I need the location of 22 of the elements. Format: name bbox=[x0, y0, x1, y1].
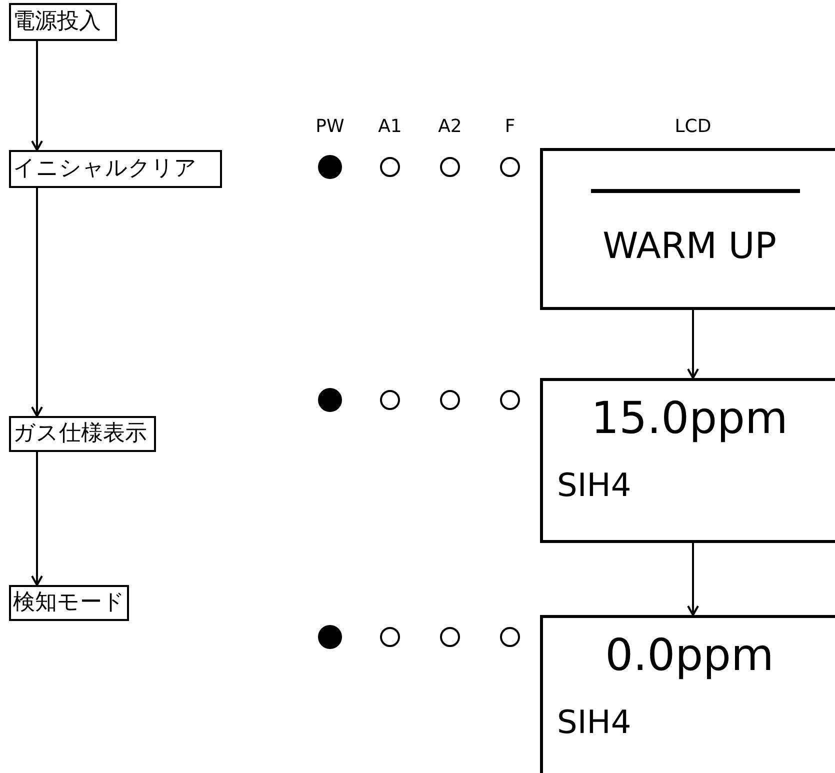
lcd-gas-name: SIH4 bbox=[557, 706, 632, 738]
step-box: 検知モード bbox=[9, 585, 129, 621]
lcd-screen bbox=[540, 378, 835, 543]
lcd-reading: 15.0ppm bbox=[591, 397, 788, 441]
step-box: イニシャルクリア bbox=[9, 150, 222, 188]
arrow bbox=[31, 41, 43, 151]
arrow bbox=[687, 543, 699, 616]
lcd-gas-name: SIH4 bbox=[557, 469, 632, 501]
step-box: ガス仕様表示 bbox=[9, 416, 156, 452]
arrow bbox=[687, 310, 699, 379]
indicator-label: A2 bbox=[438, 118, 462, 136]
indicator-label: A1 bbox=[378, 118, 402, 136]
step-box: 電源投入 bbox=[9, 3, 117, 41]
lcd-text: WARM UP bbox=[602, 229, 776, 265]
indicator-label: PW bbox=[316, 118, 344, 136]
lcd-reading: 0.0ppm bbox=[605, 634, 774, 678]
arrow bbox=[31, 452, 43, 586]
indicator-label: LCD bbox=[674, 118, 712, 136]
indicator-label: F bbox=[504, 118, 516, 136]
lcd-screen bbox=[540, 615, 835, 773]
arrow bbox=[31, 188, 43, 417]
lcd-screen bbox=[540, 148, 835, 310]
